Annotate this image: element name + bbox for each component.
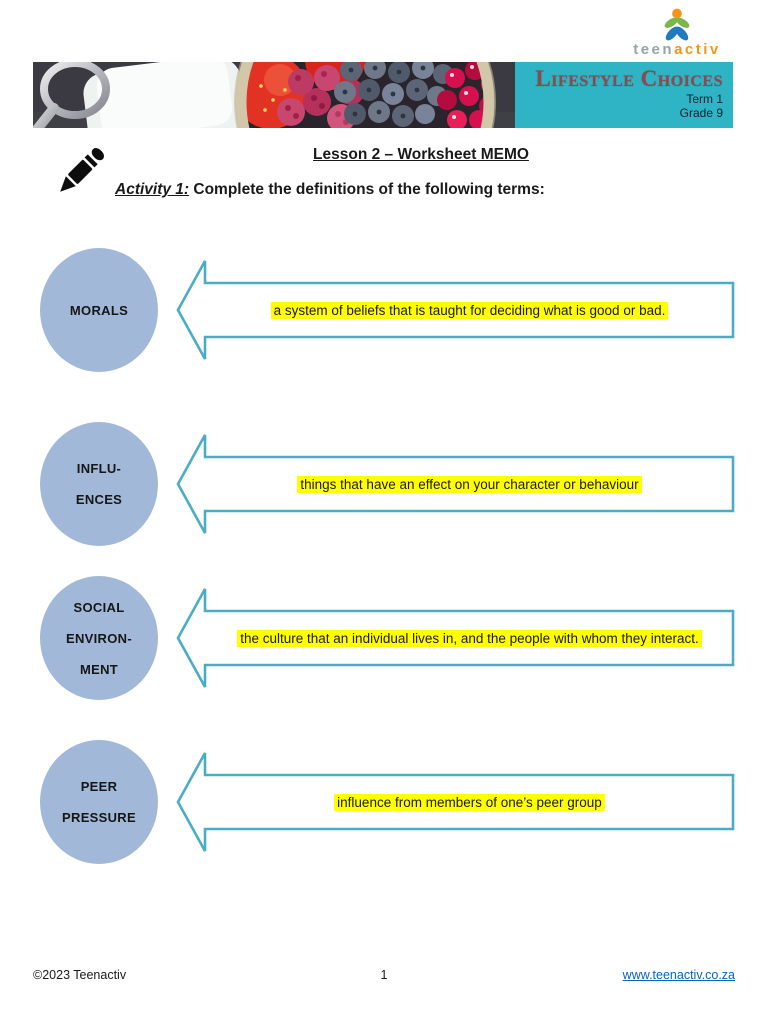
footer-page-number: 1	[380, 968, 388, 982]
term-circle-peer-pressure: PEER PRESSURE	[40, 740, 158, 864]
banner-teal-panel: Lifestyle Choices Term 1 Grade 9	[515, 62, 733, 128]
footer-website-link[interactable]: www.teenactiv.co.za	[622, 968, 735, 982]
logo-word-teen: teen	[633, 41, 675, 58]
definition-social-environment: the culture that an individual lives in,…	[205, 611, 734, 665]
activity-label: Activity 1:	[115, 181, 190, 198]
berries-photo	[33, 62, 515, 128]
logo-wordmark: teenactiv	[612, 41, 742, 58]
activity-instruction: Activity 1: Complete the definitions of …	[115, 181, 545, 199]
teenactiv-figure-icon	[664, 8, 690, 41]
term-circle-social-environment: SOCIAL ENVIRON- MENT	[40, 576, 158, 700]
header-banner: Lifestyle Choices Term 1 Grade 9	[33, 62, 733, 128]
page-footer: ©2023 Teenactiv 1 www.teenactiv.co.za	[33, 968, 735, 982]
definition-highlight: a system of beliefs that is taught for d…	[270, 301, 669, 319]
banner-term: Term 1	[686, 92, 723, 106]
definition-highlight: the culture that an individual lives in,…	[237, 629, 702, 647]
activity-text: Complete the definitions of the followin…	[189, 181, 545, 198]
banner-grade: Grade 9	[679, 106, 723, 120]
page-title: Lesson 2 – Worksheet MEMO	[0, 146, 768, 164]
banner-title: Lifestyle Choices	[535, 66, 723, 91]
definition-highlight: influence from members of one’s peer gro…	[334, 793, 605, 811]
definition-highlight: things that have an effect on your chara…	[297, 475, 642, 493]
logo-word-activ: activ	[674, 41, 721, 58]
teenactiv-logo: teenactiv	[612, 8, 742, 57]
footer-copyright: ©2023 Teenactiv	[33, 968, 127, 982]
definition-influences: things that have an effect on your chara…	[205, 457, 734, 511]
pencil-icon	[60, 148, 104, 192]
term-circle-morals: MORALS	[40, 248, 158, 372]
term-circle-influences: INFLU- ENCES	[40, 422, 158, 546]
definition-peer-pressure: influence from members of one’s peer gro…	[205, 775, 734, 829]
page-title-text: Lesson 2 – Worksheet MEMO	[313, 146, 529, 163]
definition-morals: a system of beliefs that is taught for d…	[205, 283, 734, 337]
